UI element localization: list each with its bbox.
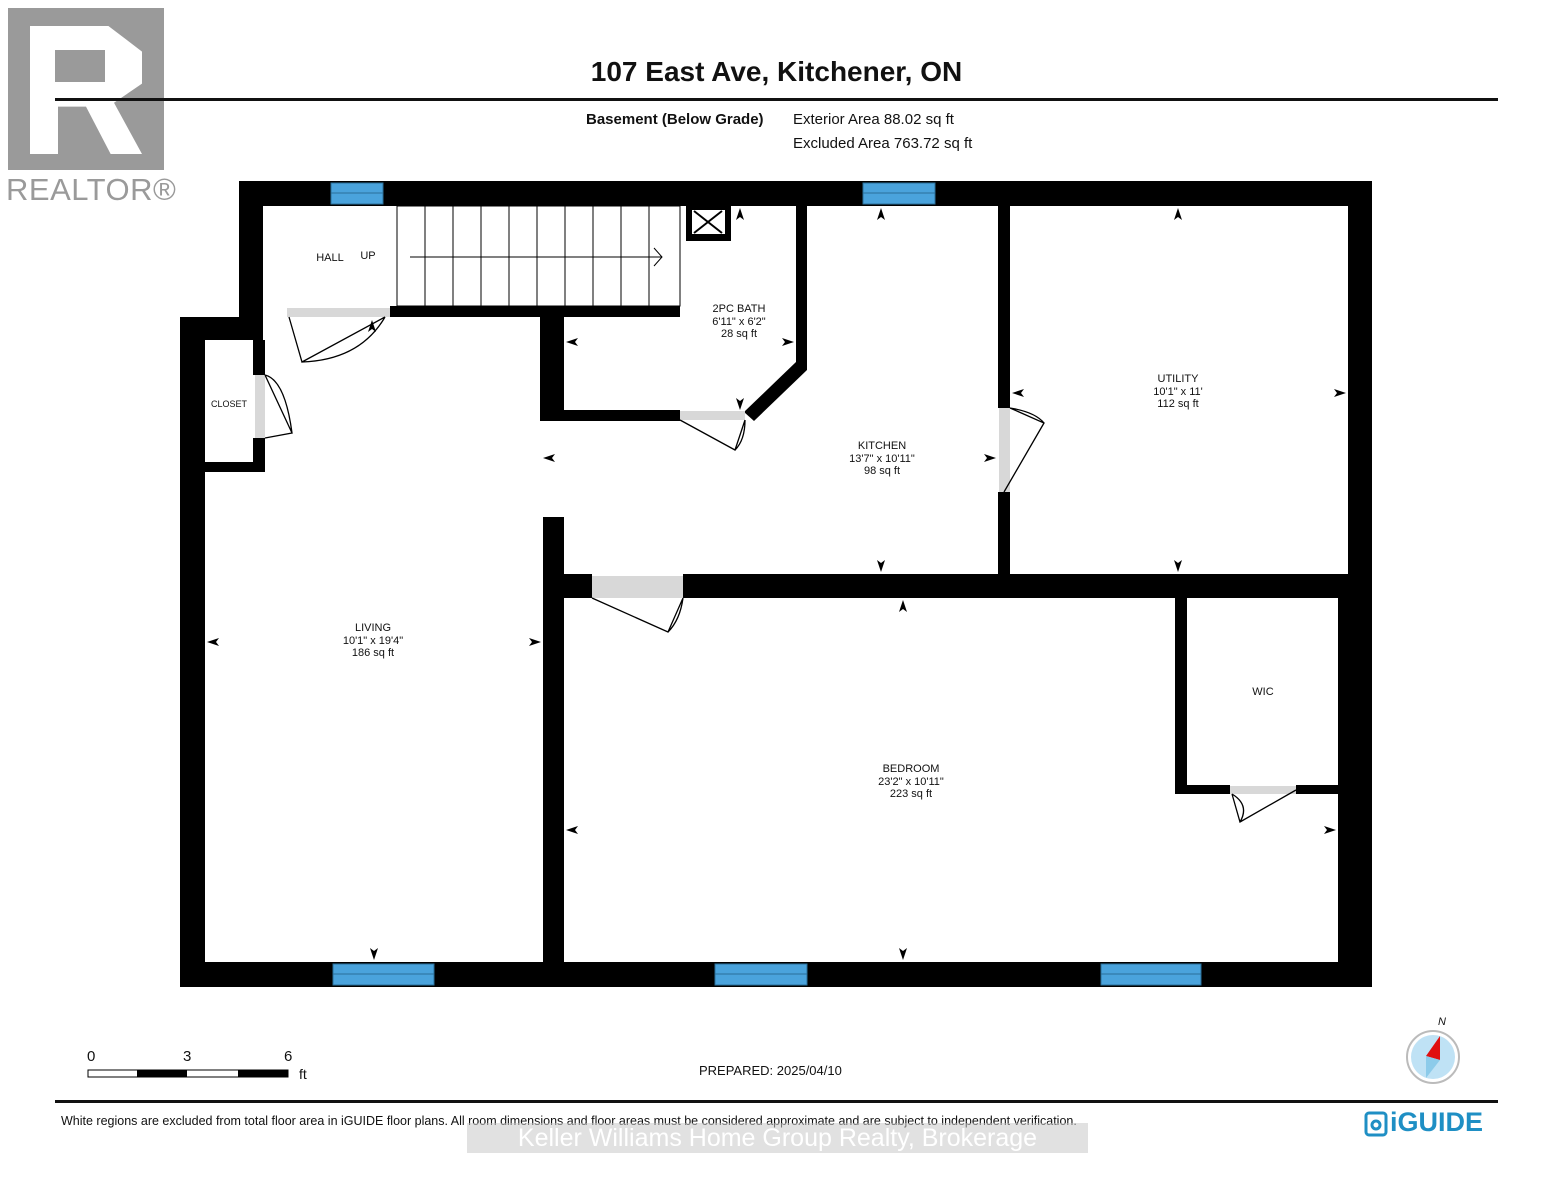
header-divider: [55, 98, 1498, 101]
room-bedroom: BEDROOM 23'2" x 10'11" 223 sq ft: [878, 763, 944, 801]
room-dims: 10'1" x 11': [1153, 385, 1203, 398]
scale-tick-0: 0: [87, 1048, 96, 1065]
footer-divider: [55, 1100, 1498, 1103]
room-name: LIVING: [354, 622, 392, 634]
room-name: UTILITY: [1157, 373, 1199, 385]
room-name: BEDROOM: [882, 763, 940, 775]
scale-tick-6: 6: [284, 1048, 293, 1065]
prepared-date: PREPARED: 2025/04/10: [699, 1063, 842, 1078]
room-area: 98 sq ft: [863, 465, 901, 477]
room-area: 112 sq ft: [1157, 398, 1199, 410]
iguide-icon: [1364, 1111, 1388, 1137]
room-dims: 23'2" x 10'11": [878, 775, 944, 788]
room-dims: 6'11" x 6'2": [712, 315, 766, 328]
room-area: 186 sq ft: [351, 647, 395, 659]
exterior-area: Exterior Area 88.02 sq ft: [793, 111, 954, 128]
stairs: [396, 205, 681, 307]
room-name: KITCHEN: [857, 440, 907, 452]
room-bath: 2PC BATH 6'11" x 6'2" 28 sq ft: [712, 303, 765, 341]
room-utility: UTILITY 10'1" x 11' 112 sq ft: [1153, 373, 1203, 411]
walls: [180, 181, 1372, 987]
realtor-wordmark: REALTOR®: [6, 172, 177, 207]
room-dims: 10'1" x 19'4": [342, 634, 404, 647]
room-label-hall: HALL: [316, 252, 344, 264]
scale-unit: ft: [299, 1066, 307, 1082]
room-dims: 13'7" x 10'11": [849, 452, 915, 465]
room-label-closet: CLOSET: [210, 399, 248, 409]
iguide-logo: iGUIDE: [1362, 1107, 1483, 1138]
excluded-area: Excluded Area 763.72 sq ft: [793, 135, 973, 152]
realtor-logo: [8, 8, 164, 170]
brokerage-watermark: Keller Williams Home Group Realty, Broke…: [467, 1123, 1088, 1153]
room-living: LIVING 10'1" x 19'4" 186 sq ft: [343, 622, 403, 660]
door-openings: [255, 308, 1296, 794]
room-kitchen: KITCHEN 13'7" x 10'11" 98 sq ft: [849, 440, 915, 478]
room-area: 223 sq ft: [889, 788, 933, 800]
page-title: 107 East Ave, Kitchener, ON: [590, 56, 963, 87]
room-area: 28 sq ft: [720, 328, 758, 340]
compass-icon: [1406, 1030, 1460, 1084]
compass-north-label: N: [1438, 1016, 1446, 1028]
scale-tick-3: 3: [183, 1048, 192, 1065]
floor-name: Basement (Below Grade): [586, 111, 764, 128]
room-label-wic: WIC: [1252, 686, 1274, 698]
door-swings: [264, 316, 1297, 823]
stairs-up-label: UP: [360, 250, 376, 262]
chase-x-icon: [693, 210, 723, 234]
scale-bar: [87, 1069, 289, 1078]
dimension-arrows: [207, 208, 1346, 960]
iguide-wordmark: iGUIDE: [1390, 1107, 1484, 1137]
room-name: 2PC BATH: [712, 303, 766, 315]
window-lines: [331, 192, 1201, 975]
